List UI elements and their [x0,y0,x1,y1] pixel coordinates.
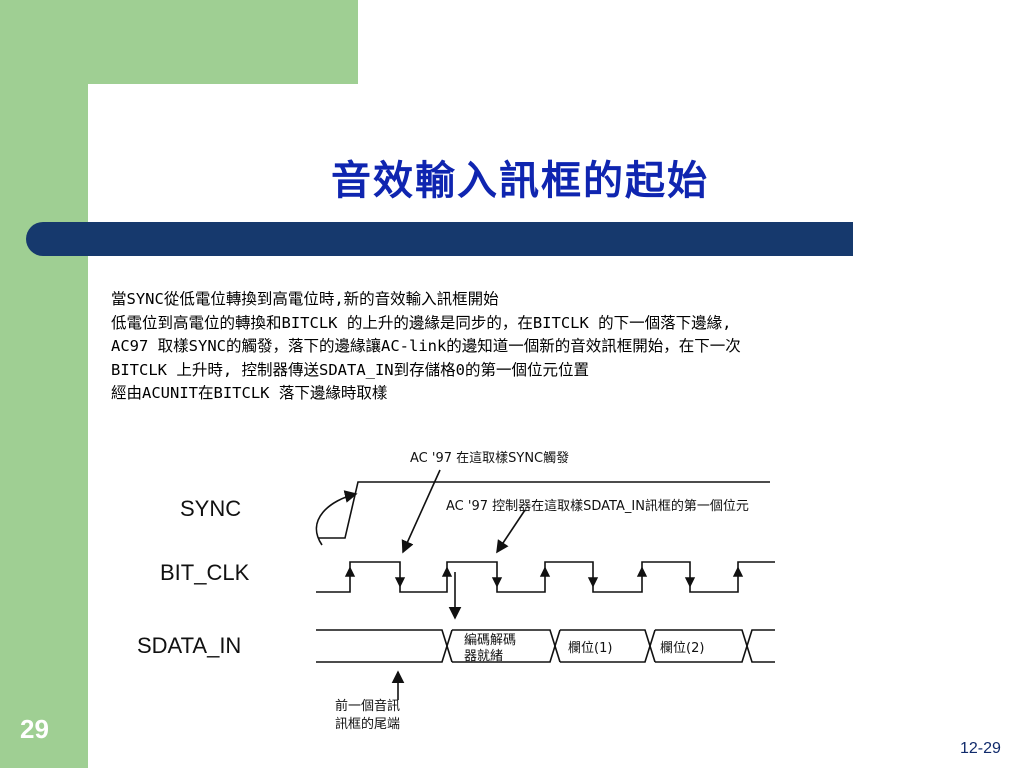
body-line: 低電位到高電位的轉換和BITCLK 的上升的邊緣是同步的，在BITCLK 的下一… [111,313,732,332]
title-underline-bar [26,222,853,256]
sync-sample-arrow [401,469,441,554]
left-accent-band [0,0,88,768]
sdata-in-waveform [316,629,775,663]
codec-ready-label-1: 編碼解碼 [464,632,516,648]
bit-clk-waveform [316,561,775,593]
sdata-in-label: SDATA_IN [137,633,241,658]
slot2-label: 欄位(2) [660,640,704,656]
page-reference: 12-29 [960,740,1001,757]
slot1-label: 欄位(1) [568,640,612,656]
body-line: AC97 取樣SYNC的觸發，落下的邊緣讓AC-link的邊知道一個新的音效訊框… [111,337,741,355]
bit-clk-label: BIT_CLK [160,560,250,585]
sync-label: SYNC [180,496,241,521]
annotation-arrows [315,469,526,700]
sync-sample-annotation: AC '97 在這取樣SYNC觸發 [410,450,569,466]
body-line: 當SYNC從低電位轉換到高電位時,新的音效輸入訊框開始 [111,290,499,308]
sync-rise-curve-arrow [315,490,358,546]
slide-title: 音效輸入訊框的起始 [331,157,709,204]
top-accent-band [88,0,358,84]
body-line: BITCLK 上升時, 控制器傳送SDATA_IN到存儲格0的第一個位元位置 [111,360,589,379]
body-line: 經由ACUNIT在BITCLK 落下邊緣時取樣 [111,384,388,402]
sync-waveform [318,481,770,539]
clock-edge-arrows [344,566,744,588]
slide-number: 29 [20,714,49,744]
codec-ready-label-2: 器就緒 [464,649,503,664]
body-text: 當SYNC從低電位轉換到高電位時,新的音效輸入訊框開始 低電位到高電位的轉換和B… [111,288,1011,406]
prev-frame-end-annotation-1: 前一個音訊 [335,698,400,714]
sdata-sample-annotation: AC '97 控制器在這取樣SDATA_IN訊框的第一個位元 [446,498,749,514]
sdata-sample-arrow [496,509,526,554]
prev-frame-end-annotation-2: 訊框的尾端 [335,716,400,732]
